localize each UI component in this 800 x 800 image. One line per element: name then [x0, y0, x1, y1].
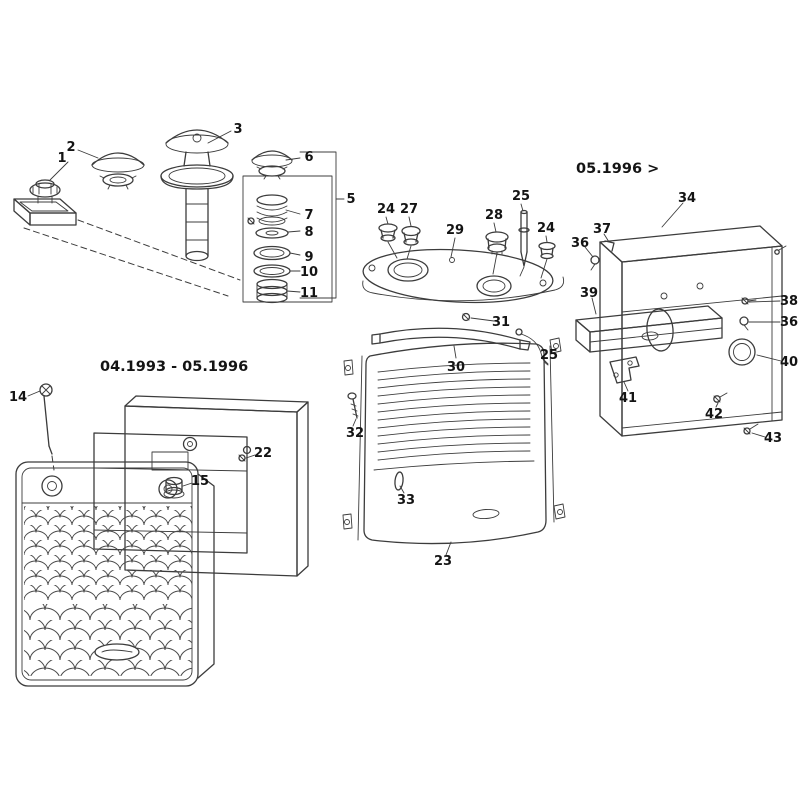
group-heater-old [15, 383, 309, 687]
construction-dash-1 [23, 227, 229, 297]
part-label-1: 1 [57, 151, 66, 166]
part-ring-10 [253, 264, 291, 278]
part-label-32: 32 [346, 426, 364, 441]
part-label-2: 2 [66, 140, 75, 155]
part-label-23: 23 [434, 554, 452, 569]
side-flanges [342, 337, 566, 541]
part-label-11: 11 [300, 286, 318, 301]
part-wire-25b [515, 328, 549, 366]
louvers [377, 362, 531, 461]
part-label-15: 15 [191, 474, 209, 489]
leaders-heater-old [27, 390, 256, 487]
part-hose-11 [256, 278, 288, 304]
part-electrode-25a [518, 209, 530, 267]
era-label-right: 05.1996 > [576, 161, 659, 177]
part-screw-43 [743, 423, 759, 435]
part-knob-15 [163, 476, 185, 499]
part-label-25b: 25 [540, 348, 558, 363]
part-clip-37 [604, 240, 615, 252]
part-bolt-31 [461, 312, 471, 322]
part-screw-32 [347, 392, 359, 419]
group-rear-casing [575, 202, 787, 438]
part-label-34: 34 [678, 191, 696, 206]
part-cap-6 [251, 150, 293, 180]
part-cap-2 [91, 152, 145, 190]
part-label-28: 28 [485, 208, 503, 223]
part-cap-27 [401, 225, 421, 246]
part-top-plate-29 [362, 248, 565, 304]
part-label-14: 14 [9, 390, 27, 405]
part-channel-39 [575, 305, 723, 353]
part-label-9: 9 [304, 250, 313, 265]
part-bracket-30 [371, 327, 531, 351]
group-heater-body [342, 203, 566, 556]
part-label-36a: 36 [571, 236, 589, 251]
leaders-heater-body [352, 203, 549, 556]
part-base-plate-1 [13, 179, 77, 226]
slot-33 [394, 471, 404, 491]
part-screw-38 [741, 297, 757, 305]
part-label-33: 33 [397, 493, 415, 508]
part-casing-34 [599, 225, 787, 437]
part-cowl-3 [160, 129, 234, 262]
assembly-lines-caps [387, 241, 548, 279]
part-label-29: 29 [446, 223, 464, 238]
part-label-8: 8 [304, 225, 313, 240]
part-ring-9 [253, 245, 291, 261]
part-clip-36b [739, 316, 749, 331]
part-label-25a: 25 [512, 189, 530, 204]
part-label-31: 31 [492, 315, 510, 330]
part-bracket-41 [609, 356, 640, 384]
part-label-6: 6 [304, 150, 313, 165]
part-label-24a: 24 [377, 202, 395, 217]
part-label-24b: 24 [537, 221, 555, 236]
part-cap-24b [538, 241, 556, 260]
part-spring-7 [256, 194, 288, 226]
part-label-42: 42 [705, 407, 723, 422]
part-washer-8 [255, 227, 289, 239]
part-label-7: 7 [304, 208, 313, 223]
part-label-30: 30 [447, 360, 465, 375]
part-screw-14 [39, 383, 55, 471]
part-label-5: 5 [346, 192, 355, 207]
part-label-22: 22 [254, 446, 272, 461]
leaders-chimney [49, 130, 301, 293]
part-label-38: 38 [780, 294, 798, 309]
part-label-36b: 36 [780, 315, 798, 330]
part-burner-cap-28 [485, 231, 509, 256]
construction-dash-2 [77, 219, 241, 281]
part-cap-24a [378, 223, 398, 242]
part-label-37: 37 [593, 222, 611, 237]
part-label-3: 3 [233, 122, 242, 137]
part-clip-36a [590, 255, 600, 271]
part-label-40: 40 [780, 355, 798, 370]
part-front-grille [15, 461, 215, 687]
group-chimney-kit [13, 129, 345, 304]
screw-top-right [774, 245, 787, 255]
part-label-39: 39 [580, 286, 598, 301]
era-label-left: 04.1993 - 05.1996 [100, 359, 248, 375]
part-label-43: 43 [764, 431, 782, 446]
part-label-27: 27 [400, 202, 418, 217]
part-front-panel-23 [342, 337, 566, 545]
part-label-41: 41 [619, 391, 637, 406]
part-screw-42 [713, 392, 728, 403]
leaders-rear-casing [584, 202, 782, 438]
part-kit-box-5 [242, 151, 345, 303]
part-label-10: 10 [300, 265, 318, 280]
